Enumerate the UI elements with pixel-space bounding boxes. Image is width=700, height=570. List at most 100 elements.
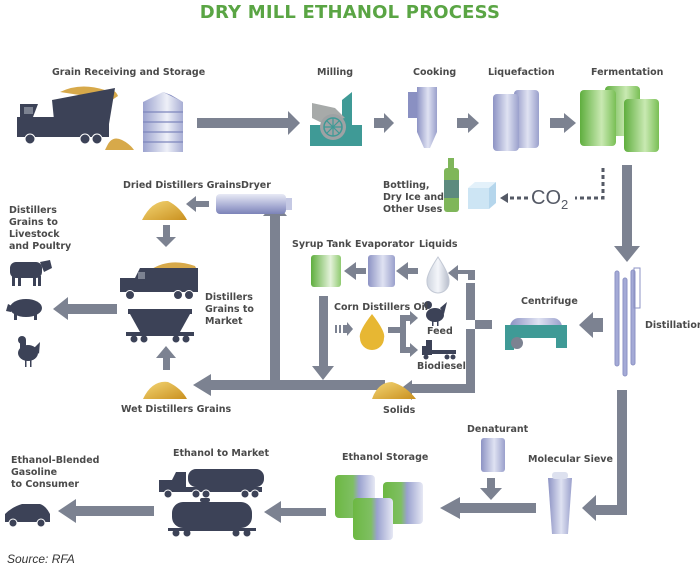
arrow-oil-in-dash2 bbox=[339, 325, 341, 333]
diagram-title: DRY MILL ETHANOL PROCESS bbox=[199, 2, 501, 23]
dried-grains-pile-icon bbox=[142, 200, 187, 220]
label-consumer-line3: to Consumer bbox=[11, 479, 80, 490]
label-distillers-grains-market: Distillers Grains to Market bbox=[205, 292, 254, 328]
arrow-syrup-down bbox=[312, 296, 334, 380]
arrow-to-livestock bbox=[53, 297, 117, 320]
liquids-drop-icon bbox=[426, 256, 450, 294]
co2-arrow-head bbox=[500, 193, 508, 203]
pig-icon bbox=[6, 299, 42, 320]
liquefaction-tank-icon bbox=[493, 90, 539, 151]
label-bottling-line1: Bottling, bbox=[383, 180, 430, 191]
biodiesel-truck-icon bbox=[422, 340, 456, 360]
label-wet-distillers-grains: Wet Distillers Grains bbox=[121, 404, 232, 415]
arrow-to-ethanol-storage bbox=[440, 497, 536, 519]
label-solids: Solids bbox=[383, 405, 416, 416]
label-liquefaction: Liquefaction bbox=[488, 67, 555, 78]
hopper-railcar-icon bbox=[126, 309, 194, 343]
label-corn-distillers-oil: Corn Distillers Oil bbox=[334, 302, 429, 313]
chicken-icon bbox=[18, 336, 40, 367]
distillation-column-icon bbox=[614, 267, 641, 377]
arrow-to-syrup-tank bbox=[344, 262, 366, 280]
arrow-to-liquids bbox=[448, 265, 475, 281]
arrow-to-dried-grains bbox=[186, 196, 209, 212]
label-syrup-tank: Syrup Tank bbox=[292, 239, 352, 250]
label-livestock-line3: Livestock bbox=[9, 229, 60, 240]
arrow-to-molecular-sieve bbox=[582, 390, 627, 521]
arrow-to-wet-grains bbox=[193, 374, 385, 396]
arrow-to-fermentation bbox=[550, 113, 576, 133]
centrifuge-icon bbox=[505, 318, 567, 350]
arrow-to-distillation bbox=[614, 165, 640, 262]
arrow-wet-grains-up bbox=[156, 346, 176, 370]
cooker-icon bbox=[408, 87, 437, 148]
label-evaporator: Evaporator bbox=[355, 239, 415, 250]
distillers-grains-truck-icon bbox=[120, 262, 198, 300]
tanker-truck-icon bbox=[159, 469, 264, 499]
evaporator-tank-icon bbox=[368, 255, 395, 287]
arrow-oil-in-dash1 bbox=[335, 325, 337, 333]
grain-silo-icon bbox=[143, 92, 183, 152]
fermentation-tank-icon bbox=[580, 86, 659, 152]
syrup-tank-icon bbox=[311, 255, 341, 287]
label-livestock-line2: Grains to bbox=[9, 217, 58, 228]
arrow-to-dryer bbox=[263, 202, 287, 380]
arrow-oil-in bbox=[343, 322, 353, 336]
label-denaturant: Denaturant bbox=[467, 424, 529, 435]
label-consumer-line2: Gasoline bbox=[11, 467, 58, 478]
label-bottling: Bottling, Dry Ice and Other Uses bbox=[383, 180, 444, 216]
label-market-line2: Grains to bbox=[205, 304, 254, 315]
label-cooking: Cooking bbox=[413, 67, 457, 78]
label-consumer: Ethanol-Blended Gasoline to Consumer bbox=[11, 455, 99, 491]
wet-grains-pile-icon bbox=[143, 381, 187, 399]
solids-pile-icon bbox=[372, 382, 416, 399]
label-distillers-grains-livestock: Distillers Grains to Livestock and Poult… bbox=[9, 205, 71, 253]
label-centrifuge: Centrifuge bbox=[521, 296, 578, 307]
label-livestock-line1: Distillers bbox=[9, 205, 57, 216]
denaturant-tank-icon bbox=[481, 438, 505, 472]
label-consumer-line1: Ethanol-Blended bbox=[11, 455, 100, 466]
arrow-to-ethanol-market bbox=[264, 501, 326, 523]
arrow-to-consumer bbox=[58, 499, 154, 523]
co2-flow bbox=[507, 168, 605, 200]
arrow-to-milling bbox=[197, 111, 300, 135]
source-credit: Source: RFA bbox=[7, 552, 75, 566]
label-milling: Milling bbox=[317, 67, 354, 78]
label-grain-receiving: Grain Receiving and Storage bbox=[52, 67, 206, 78]
dry-ice-cube-icon bbox=[468, 182, 496, 209]
dryer-icon bbox=[216, 194, 292, 214]
co2-label: CO2 bbox=[531, 187, 568, 212]
arrow-dried-grains-down bbox=[156, 225, 176, 247]
arrow-to-evaporator bbox=[396, 262, 418, 280]
arrow-denaturant-down bbox=[480, 478, 502, 500]
arrow-oil-split bbox=[388, 311, 418, 357]
hammer-mill-icon bbox=[310, 92, 362, 146]
label-dried-distillers-grains: Dried Distillers Grains bbox=[123, 180, 242, 191]
arrow-to-centrifuge bbox=[579, 312, 603, 338]
flow-arrows bbox=[53, 111, 640, 523]
molecular-sieve-icon bbox=[548, 472, 572, 534]
label-liquids: Liquids bbox=[419, 239, 458, 250]
label-biodiesel: Biodiesel bbox=[417, 361, 466, 372]
label-market-line3: Market bbox=[205, 316, 243, 327]
label-dryer: Dryer bbox=[241, 180, 271, 191]
label-bottling-line2: Dry Ice and bbox=[383, 192, 444, 203]
label-livestock-line4: and Poultry bbox=[9, 241, 72, 252]
label-distillation: Distillation bbox=[645, 320, 700, 331]
label-market-line1: Distillers bbox=[205, 292, 253, 303]
bottle-icon bbox=[444, 158, 459, 212]
label-ethanol-to-market: Ethanol to Market bbox=[173, 448, 270, 459]
cow-icon bbox=[10, 260, 52, 286]
label-feed: Feed bbox=[427, 326, 453, 337]
grain-dump-truck-icon bbox=[17, 86, 134, 150]
feed-chicken-icon bbox=[424, 301, 447, 326]
arrow-centrifuge-split bbox=[466, 283, 492, 329]
arrow-to-liquefaction bbox=[457, 113, 479, 133]
label-fermentation: Fermentation bbox=[591, 67, 664, 78]
tank-railcar-icon bbox=[168, 498, 256, 537]
car-icon bbox=[5, 504, 50, 528]
label-bottling-line3: Other Uses bbox=[383, 204, 443, 215]
ethanol-storage-tanks-icon bbox=[335, 475, 423, 540]
label-molecular-sieve: Molecular Sieve bbox=[528, 454, 613, 465]
label-ethanol-storage: Ethanol Storage bbox=[342, 452, 429, 463]
